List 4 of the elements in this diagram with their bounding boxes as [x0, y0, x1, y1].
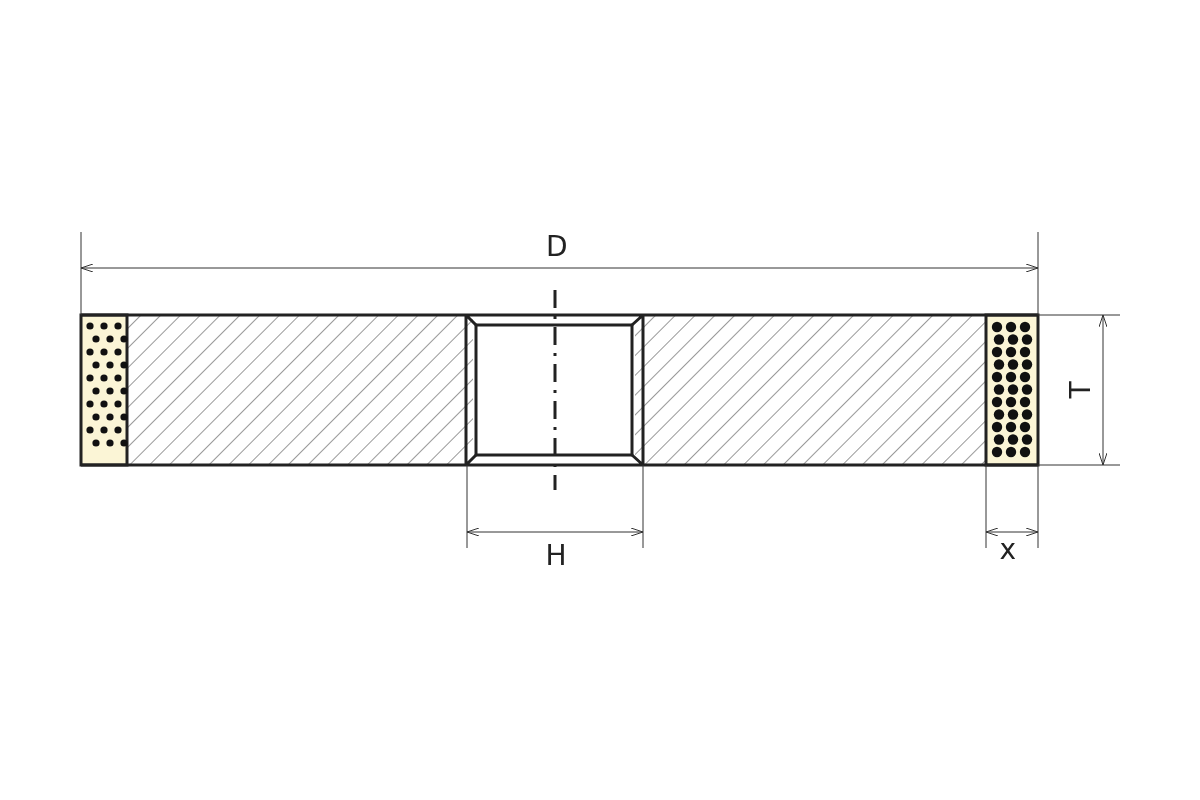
- dimension-label: H: [545, 542, 567, 570]
- dimension-label: T: [1066, 381, 1095, 399]
- dimension-label: D: [546, 233, 568, 261]
- dimension-label: x: [999, 536, 1017, 564]
